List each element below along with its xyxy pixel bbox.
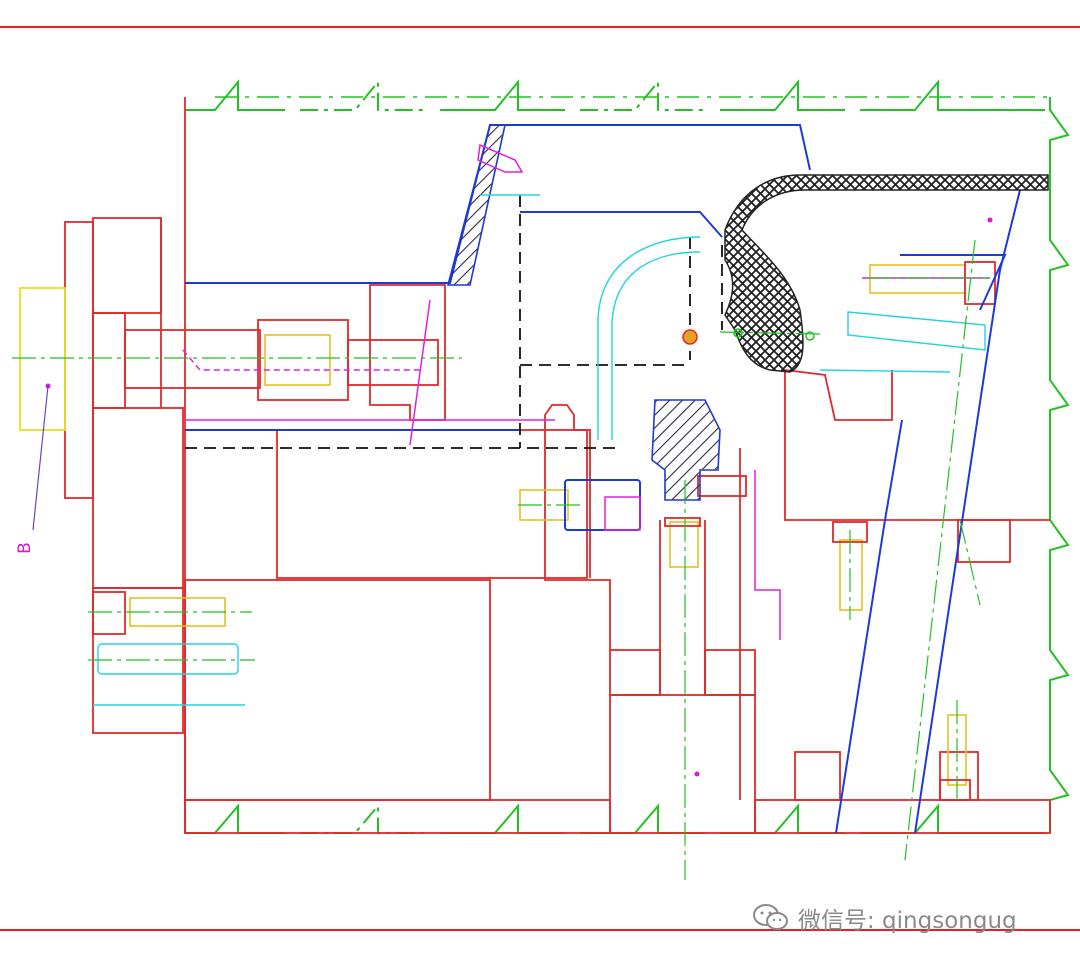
slide-block — [185, 124, 1021, 834]
reference-markers — [45, 217, 993, 777]
section-leader-line — [32, 385, 49, 531]
wechat-icon — [753, 904, 788, 930]
hatched-sections — [446, 124, 721, 501]
drawing-border — [0, 26, 1080, 931]
section-label: B — [15, 542, 35, 554]
right-break-line — [1049, 97, 1070, 833]
reference-curves — [93, 194, 986, 706]
mold-plates — [64, 97, 1051, 834]
hidden-lines — [185, 195, 723, 449]
threaded-parts — [129, 264, 967, 786]
top-break-line — [185, 79, 1050, 111]
watermark-text: 微信号: qingsongug — [798, 908, 1017, 934]
center-lines — [12, 239, 990, 880]
watermark: 微信号: qingsongug — [752, 898, 1017, 938]
bolt-heads — [92, 261, 996, 801]
section-label-group: B — [15, 542, 35, 554]
